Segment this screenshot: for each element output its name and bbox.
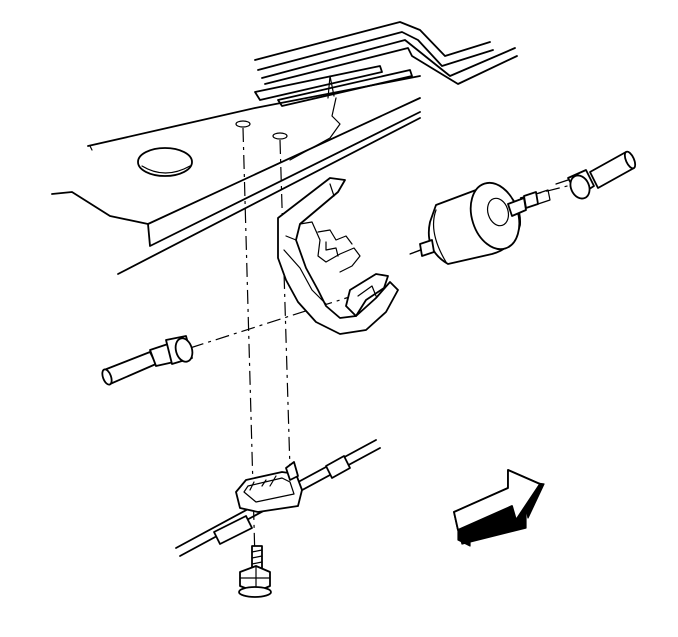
bolt-hole-upper-right <box>272 132 288 140</box>
filter-outlet-fitting <box>507 197 527 217</box>
bolt-hole-upper-left <box>235 120 251 128</box>
fuel-line-clip <box>235 461 303 513</box>
filter-inlet-fitting <box>419 239 435 257</box>
frame-oval-hole <box>137 147 193 177</box>
fuel-filter <box>409 181 551 265</box>
filter-bracket <box>277 177 399 335</box>
frame-rail <box>51 75 421 275</box>
outlet-fuel-hose <box>555 150 637 200</box>
mounting-bolt <box>238 545 272 598</box>
alignment-line-right <box>279 139 291 471</box>
inlet-fuel-hose <box>101 335 194 386</box>
arrow-icon <box>453 469 545 547</box>
fuel-lines <box>254 21 518 161</box>
